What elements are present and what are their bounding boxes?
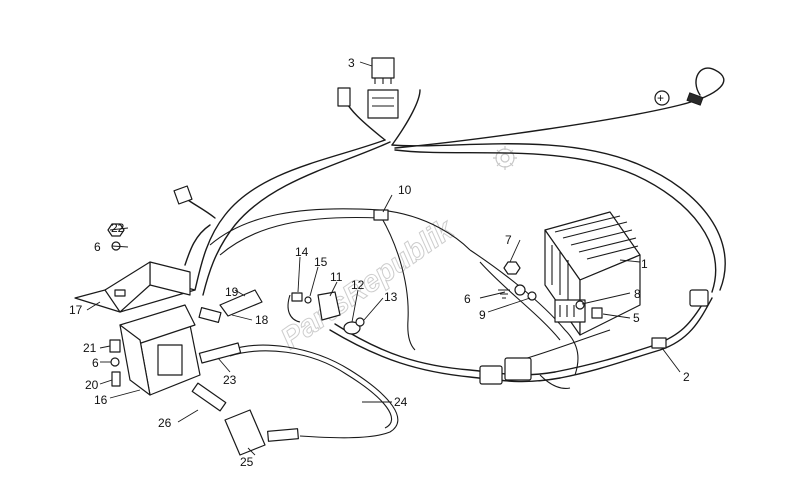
harness-clip-10 bbox=[373, 209, 389, 221]
callout-16: 16 bbox=[94, 393, 108, 407]
connector-bottom-a bbox=[479, 365, 503, 385]
callout-6-regulator: 6 bbox=[464, 292, 471, 306]
bolt-18 bbox=[198, 306, 222, 324]
leader-lines bbox=[86, 61, 681, 456]
screw-5 bbox=[591, 307, 603, 319]
callout-13: 13 bbox=[384, 290, 398, 304]
sensor-18-19 bbox=[198, 289, 263, 324]
callout-19: 19 bbox=[225, 285, 239, 299]
washer-8 bbox=[575, 300, 585, 310]
callout-12: 12 bbox=[351, 278, 365, 292]
svg-text:+: + bbox=[657, 91, 664, 105]
relay-body bbox=[371, 57, 395, 79]
washer-9 bbox=[527, 291, 537, 301]
callout-1: 1 bbox=[641, 257, 648, 271]
callout-8: 8 bbox=[634, 287, 641, 301]
bolt-20 bbox=[111, 371, 121, 387]
callout-21: 21 bbox=[83, 341, 97, 355]
plug-cap-end bbox=[267, 428, 299, 442]
callout-26: 26 bbox=[158, 416, 172, 430]
relay-socket bbox=[367, 89, 399, 119]
callout-15: 15 bbox=[314, 255, 328, 269]
ignition-coil-bracket bbox=[74, 261, 196, 313]
ignition-coil bbox=[119, 304, 242, 396]
battery-positive-icon: + bbox=[654, 90, 670, 106]
spark-plug-assembly bbox=[191, 382, 299, 456]
callout-6-top: 6 bbox=[94, 240, 101, 254]
connector-left-top bbox=[337, 87, 351, 107]
watermark-gear-icon bbox=[493, 146, 517, 170]
callout-23: 23 bbox=[223, 373, 237, 387]
callout-2: 2 bbox=[683, 370, 690, 384]
callout-11: 11 bbox=[330, 270, 343, 284]
nut-7 bbox=[503, 261, 521, 275]
callout-22: 22 bbox=[111, 221, 125, 235]
spacer-21 bbox=[109, 339, 121, 353]
washer-13 bbox=[355, 317, 365, 327]
connector-right bbox=[689, 289, 709, 307]
pickup-sensor-11 bbox=[317, 291, 341, 321]
callout-10: 10 bbox=[398, 183, 412, 197]
spark-plug-26 bbox=[191, 382, 227, 412]
washer-6 bbox=[514, 284, 526, 296]
callout-6-bottom: 6 bbox=[92, 356, 99, 370]
relay bbox=[367, 57, 399, 119]
callout-17: 17 bbox=[69, 303, 83, 317]
callout-numbers: 1 2 3 5 6 6 6 7 8 9 10 11 12 13 14 15 16… bbox=[69, 56, 690, 469]
callout-9: 9 bbox=[479, 308, 486, 322]
main-wiring-harness bbox=[184, 67, 726, 439]
ground-symbol bbox=[498, 289, 510, 299]
callout-14: 14 bbox=[295, 245, 309, 259]
callout-20: 20 bbox=[85, 378, 99, 392]
watermark: PartsRepublik bbox=[275, 146, 517, 356]
voltage-regulator bbox=[544, 211, 641, 336]
callout-5: 5 bbox=[633, 311, 640, 325]
connector-left-mid bbox=[173, 185, 193, 205]
pickup-sensor-group bbox=[291, 291, 365, 335]
screw-14 bbox=[291, 292, 303, 302]
plug-cap-25 bbox=[224, 409, 266, 456]
callout-18: 18 bbox=[255, 313, 269, 327]
harness-connectors bbox=[173, 87, 709, 385]
callout-24: 24 bbox=[394, 395, 408, 409]
watermark-text: PartsRepublik bbox=[275, 212, 460, 355]
callout-3: 3 bbox=[348, 56, 355, 70]
battery-terminal bbox=[686, 92, 704, 106]
washer-15 bbox=[304, 296, 312, 304]
callout-25: 25 bbox=[240, 455, 254, 469]
callout-7: 7 bbox=[505, 233, 512, 247]
connector-bottom-b bbox=[504, 357, 532, 381]
harness-clip-2 bbox=[651, 337, 667, 349]
washer-6-bottom bbox=[110, 357, 120, 367]
coil-lead-23 bbox=[198, 342, 242, 364]
nut-22 bbox=[107, 223, 125, 237]
